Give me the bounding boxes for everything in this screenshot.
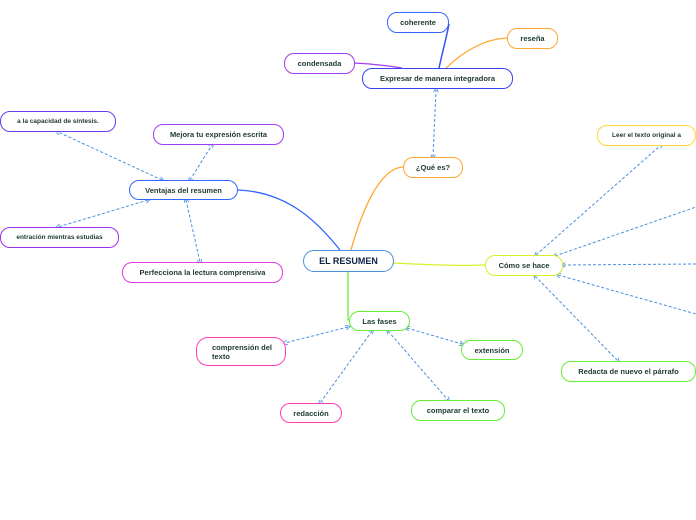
node-redaccion[interactable]: redacción: [280, 403, 342, 423]
node-expresar-integradora[interactable]: Expresar de manera integradora: [362, 68, 513, 89]
link-como-item3: [563, 264, 696, 265]
link-ventajas-perfecciona: [186, 200, 200, 262]
link-root-ventajas: [237, 189, 341, 251]
link-root-quees: [350, 166, 404, 251]
link-fases-extension: [407, 328, 462, 344]
link-como-item2: [555, 206, 696, 256]
link-como-leer: [536, 145, 661, 255]
link-expresar-condensada: [353, 62, 403, 69]
link-fases-redaccion: [320, 331, 372, 403]
link-fases-comparar: [388, 331, 448, 400]
node-condensada[interactable]: condensada: [284, 53, 355, 74]
link-ventajas-concentracion: [58, 200, 148, 227]
link-ventajas-sintesis: [58, 132, 162, 180]
node-comprension-texto[interactable]: comprensión del texto: [196, 337, 286, 366]
link-como-item4: [558, 275, 696, 315]
node-como-se-hace[interactable]: Cómo se hace: [485, 255, 563, 276]
link-como-redacta: [535, 276, 618, 361]
node-extension[interactable]: extensión: [461, 340, 523, 360]
node-perfecciona-lectura[interactable]: Perfecciona la lectura comprensiva: [122, 262, 283, 283]
node-mejora-expresion[interactable]: Mejora tu expresión escrita: [153, 124, 284, 145]
link-fases-comprension: [285, 327, 348, 343]
node-leer-texto-original[interactable]: Leer el texto original a: [597, 125, 696, 146]
root-node[interactable]: EL RESUMEN: [303, 250, 394, 272]
node-las-fases[interactable]: Las fases: [349, 311, 410, 331]
node-comparar-texto[interactable]: comparar el texto: [411, 400, 505, 421]
link-quees-expresar: [433, 90, 436, 157]
link-expresar-coherente: [438, 23, 450, 69]
link-root-fases: [347, 271, 349, 321]
node-ventajas[interactable]: Ventajas del resumen: [129, 180, 238, 200]
link-ventajas-mejora: [190, 145, 212, 180]
link-root-como: [392, 262, 486, 267]
node-coherente[interactable]: coherente: [387, 12, 449, 33]
node-concentracion[interactable]: entración mientras estudias: [0, 227, 119, 248]
link-expresar-resena: [445, 37, 508, 69]
node-que-es[interactable]: ¿Qué es?: [403, 157, 463, 178]
node-redacta-parrafo[interactable]: Redacta de nuevo el párrafo: [561, 361, 696, 382]
node-capacidad-sintesis[interactable]: a la capacidad de síntesis.: [0, 111, 116, 132]
node-resena[interactable]: reseña: [507, 28, 558, 49]
